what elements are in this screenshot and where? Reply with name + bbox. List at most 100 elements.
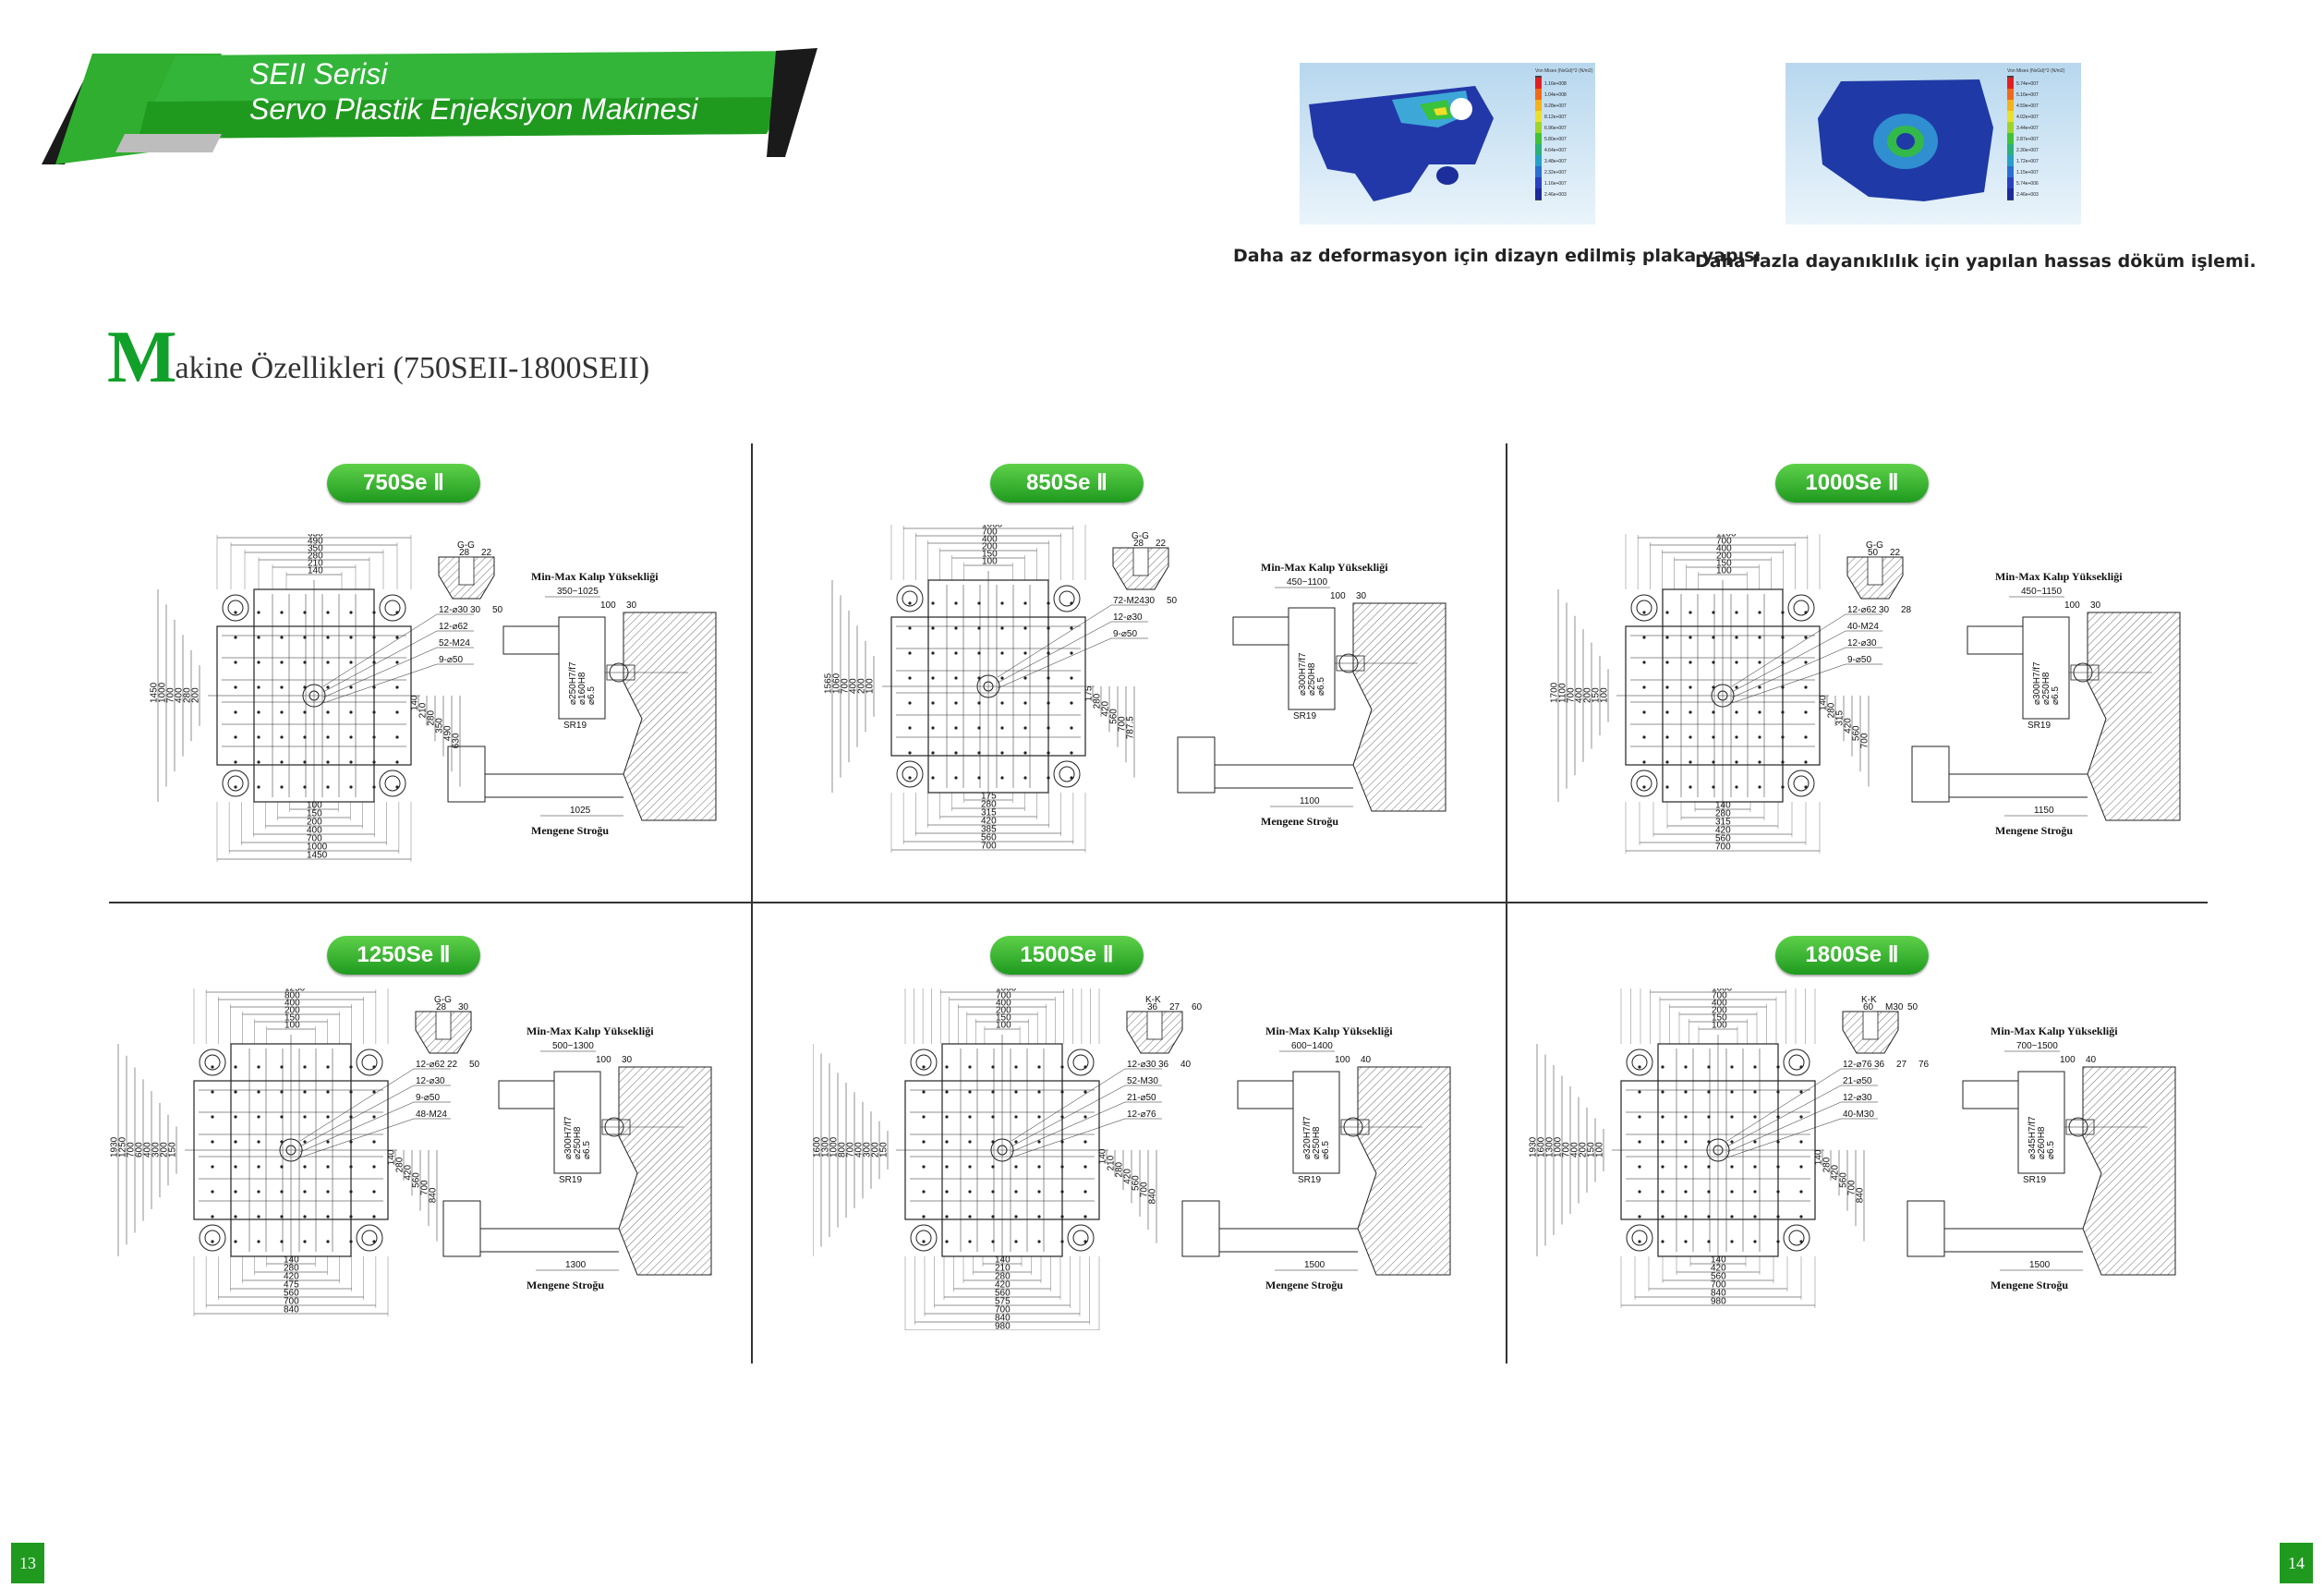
- bolt-hole: [931, 626, 935, 630]
- dimension-label: 300: [151, 1142, 162, 1158]
- bolt-hole: [257, 1190, 260, 1194]
- legend-value: 6.96e+007: [1544, 126, 1567, 131]
- drawing-rect: [502, 625, 560, 655]
- bolt-hole: [1083, 1090, 1087, 1094]
- dimension-label: 210: [1107, 1155, 1117, 1170]
- nozzle-label: ⌀250H8: [1312, 1126, 1322, 1159]
- bolt-hole: [326, 1140, 330, 1144]
- bolt-hole: [326, 760, 330, 764]
- drawing-circle: [204, 1054, 221, 1071]
- dimension-label: 800: [284, 991, 300, 1001]
- bolt-hole: [1712, 636, 1715, 639]
- bolt-hole: [303, 1090, 307, 1094]
- bolt-hole: [908, 751, 912, 755]
- dimension-label: 150: [879, 1142, 890, 1158]
- drawing-circle: [1067, 1049, 1095, 1076]
- bolt-hole: [1014, 1065, 1018, 1069]
- bolt-hole: [1638, 1165, 1641, 1169]
- nozzle-label: ⌀250H7/f7: [568, 661, 578, 705]
- dimension-label: 175: [1084, 685, 1095, 701]
- legend-swatch: [2007, 166, 2014, 177]
- dimension-label: 200: [996, 1006, 1011, 1016]
- bolt-hole: [1014, 1165, 1018, 1169]
- bolt-hole: [945, 1190, 949, 1194]
- legend-value: 5.74e+007: [2016, 81, 2039, 87]
- dimension-label: 210: [418, 702, 429, 718]
- bolt-hole: [349, 1240, 353, 1243]
- bolt-hole: [1712, 710, 1715, 714]
- bolt-hole: [395, 611, 399, 614]
- bolt-hole: [945, 1240, 949, 1243]
- drawing-rect: [1237, 1080, 1294, 1109]
- dimension-label: 840: [429, 1187, 439, 1203]
- hole-note: 12-⌀30: [1127, 1060, 1156, 1070]
- bolt-hole: [372, 760, 376, 764]
- legend-value: 3.48e+007: [1544, 159, 1567, 164]
- dimension-label: 210: [308, 559, 323, 569]
- dimension-label: 700: [1860, 733, 1870, 748]
- dimension-label: 140: [1098, 1148, 1108, 1164]
- nozzle-label: ⌀160H8: [577, 672, 587, 705]
- drawing-rect: [1181, 1200, 1220, 1257]
- section-dim: 50: [469, 1060, 480, 1070]
- mold-dim: 30: [626, 600, 637, 611]
- bolt-hole: [991, 1190, 995, 1194]
- bolt-hole: [234, 661, 237, 664]
- drawing-rect: [458, 556, 475, 586]
- dimension-label: 1600: [813, 1136, 823, 1158]
- dimension-label: 700: [166, 687, 176, 703]
- bolt-hole: [349, 1115, 353, 1119]
- bolt-hole: [211, 1140, 214, 1144]
- legend-swatch: [1535, 166, 1542, 177]
- bolt-hole: [326, 785, 330, 789]
- dimension-label: 420: [1101, 701, 1111, 717]
- drawing-circle: [1072, 1230, 1089, 1246]
- stroke-value: 1100: [1300, 796, 1320, 806]
- mold-dim: 100: [2060, 1055, 2076, 1065]
- legend-value: 2.46e+003: [2016, 192, 2039, 198]
- drawing-circle: [384, 775, 401, 792]
- dimension-label: 140: [1814, 1149, 1824, 1165]
- bolt-hole: [1023, 776, 1027, 780]
- drawing-line: [1011, 1085, 1126, 1147]
- drawing-line: [299, 1085, 415, 1147]
- legend-value: 5.80e+007: [1544, 137, 1567, 142]
- dimension-label: 400: [982, 535, 998, 545]
- bolt-hole: [280, 760, 284, 764]
- bolt-hole: [1684, 1065, 1688, 1069]
- legend-value: 2.32e+007: [1544, 170, 1567, 176]
- bolt-hole: [1014, 1090, 1018, 1094]
- bolt-hole: [234, 785, 237, 789]
- bolt-hole: [954, 626, 958, 630]
- bolt-hole: [1638, 1240, 1641, 1243]
- bolt-hole: [1000, 701, 1004, 705]
- drawing-circle: [1787, 770, 1815, 797]
- bolt-hole: [280, 1190, 284, 1194]
- drawing-circle: [227, 775, 244, 792]
- bolt-hole: [1776, 1165, 1780, 1169]
- bolt-hole: [1638, 1215, 1641, 1218]
- bolt-hole: [349, 735, 353, 739]
- hole-note: 12-⌀30: [1113, 612, 1143, 623]
- bolt-hole: [1804, 785, 1808, 789]
- bolt-hole: [1037, 1240, 1041, 1243]
- drawing-line: [997, 621, 1112, 684]
- bolt-hole: [1684, 1215, 1688, 1218]
- bolt-hole: [991, 1065, 995, 1069]
- stroke-value: 1150: [2034, 806, 2054, 816]
- bolt-hole: [1799, 1065, 1803, 1069]
- bolt-hole: [991, 1115, 995, 1119]
- drawing-rect: [1336, 655, 1365, 672]
- nozzle-label: SR19: [2027, 721, 2051, 731]
- legend-swatch: [1535, 144, 1542, 155]
- bolt-hole: [349, 1065, 353, 1069]
- fea-caption-2: Daha fazla dayanıklılık için yapılan has…: [1695, 251, 2257, 272]
- bolt-hole: [1665, 636, 1669, 639]
- bolt-hole: [303, 1065, 307, 1069]
- bolt-hole: [257, 1240, 260, 1243]
- dimension-label: 700: [1711, 1280, 1726, 1291]
- dimension-label: 1100: [1716, 534, 1737, 539]
- drawing-rect: [1962, 1080, 2019, 1109]
- bolt-hole: [1689, 710, 1692, 714]
- model-pill-1250: 1250Se Ⅱ: [327, 936, 480, 975]
